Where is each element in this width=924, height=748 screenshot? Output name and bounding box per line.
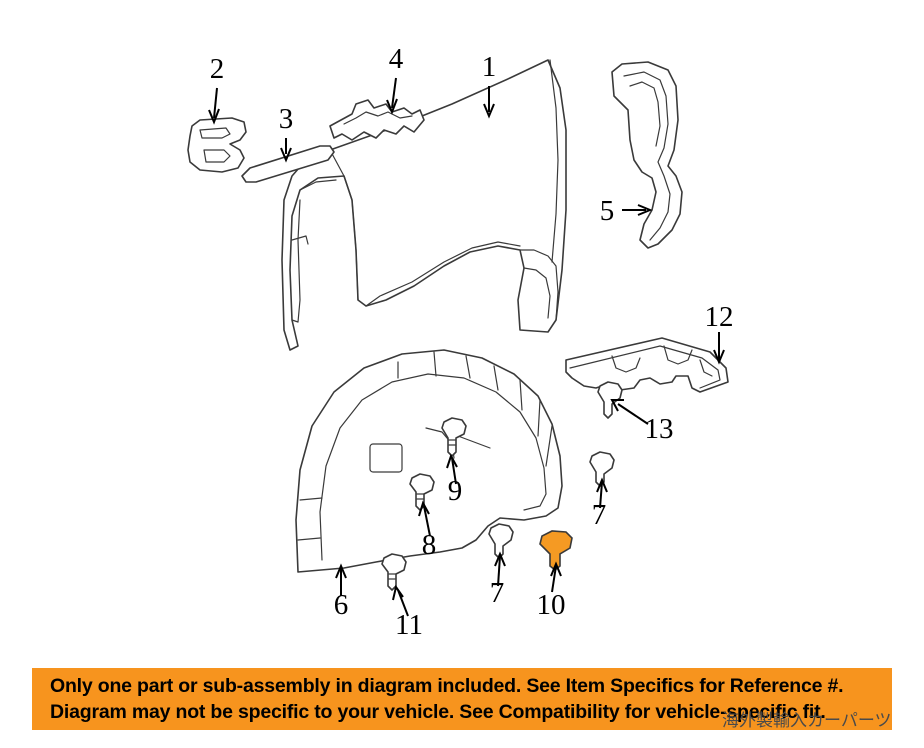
- part-7-fastener: [589, 451, 615, 487]
- callout-10: 10: [537, 589, 566, 621]
- callout-9: 9: [448, 475, 463, 507]
- callout-11: 11: [395, 609, 423, 641]
- leader-lines: [208, 77, 725, 617]
- callout-7b: 7: [490, 577, 505, 609]
- part-6-fender-liner: [295, 349, 563, 573]
- disclaimer-banner: Only one part or sub-assembly in diagram…: [32, 668, 892, 730]
- part-4-brace: [329, 99, 425, 141]
- part-11-bolt: [381, 553, 407, 591]
- callout-7: 7: [592, 499, 607, 531]
- callout-4: 4: [389, 43, 404, 75]
- part-3-rod: [241, 145, 335, 183]
- disclaimer-text: Only one part or sub-assembly in diagram…: [50, 675, 844, 723]
- callout-numbers: 1 2 3 4 5 6 7 7 8 9 10 11 12 13: [210, 43, 734, 641]
- part-2-bracket: [187, 117, 247, 173]
- part-8-bolt: [409, 473, 435, 511]
- part-fender: [281, 59, 567, 351]
- callout-5: 5: [600, 195, 615, 227]
- watermark-text: 海外製輸入カーパーツ: [722, 711, 892, 731]
- callout-13: 13: [645, 413, 674, 445]
- part-12-shield: [565, 337, 729, 393]
- callout-2: 2: [210, 53, 225, 85]
- part-10-highlighted-fastener: [539, 530, 573, 572]
- callout-12: 12: [705, 301, 734, 333]
- callout-6: 6: [334, 589, 349, 621]
- callout-3: 3: [279, 103, 294, 135]
- part-9-bolt: [441, 417, 467, 457]
- callout-8: 8: [422, 529, 437, 561]
- part-5-seal: [611, 61, 683, 249]
- part-7b-fastener: [488, 523, 514, 559]
- callout-1: 1: [482, 51, 497, 83]
